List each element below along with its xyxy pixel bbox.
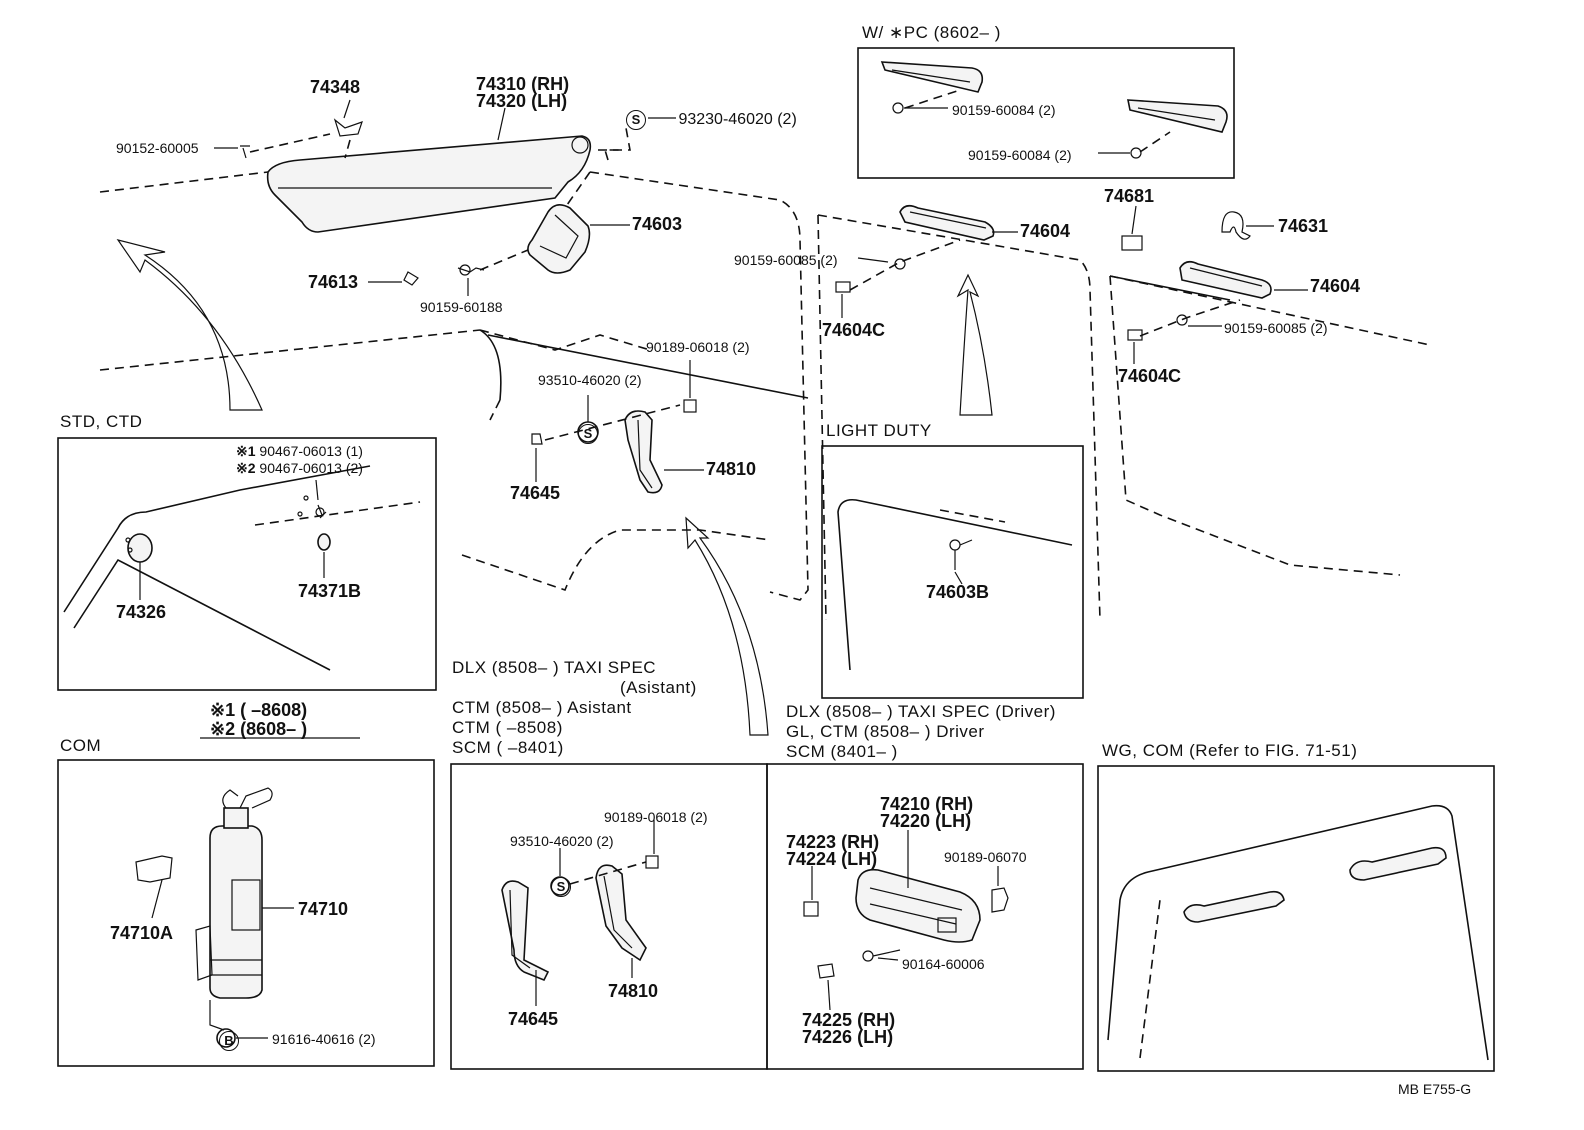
- part-93510-top-label: 93510-46020 (2): [538, 372, 642, 388]
- part-74226-side: (LH): [857, 1027, 894, 1047]
- part-74604-b-label: 74604: [1310, 276, 1361, 296]
- part-74371B-label: 74371B: [298, 581, 362, 601]
- s-badge-top-icon: S: [578, 424, 598, 444]
- part-74225-74226-label: 74225 (RH) 74226 (LH): [802, 1010, 896, 1047]
- part-74224-side: (LH): [841, 849, 878, 869]
- part-74326-label: 74326: [116, 602, 167, 622]
- part-74603B-label: 74603B: [926, 582, 990, 602]
- part-74225-side: (RH): [857, 1010, 896, 1030]
- part-74223: 74223: [786, 832, 837, 852]
- dlx-taxi-asistant-header: DLX (8508– ) TAXI SPEC: [452, 658, 657, 677]
- part-74631-label: 74631: [1278, 216, 1329, 236]
- part-74348-label: 74348: [310, 77, 361, 97]
- part-74224: 74224: [786, 849, 837, 869]
- part-90159-60085-a-label: 90159-60085 (2): [734, 252, 838, 268]
- mark-2: ※2: [236, 460, 256, 476]
- part-74220-side: (LH): [935, 811, 972, 831]
- part-74645-top-label: 74645: [510, 483, 561, 503]
- dlx-taxi-driver-header: DLX (8508– ) TAXI SPEC (Driver): [786, 702, 1056, 721]
- s-badge-bot: S: [551, 877, 571, 897]
- gl-ctm-driver-header: GL, CTM (8508– ) Driver: [786, 722, 985, 741]
- part-74681-label: 74681: [1104, 186, 1155, 206]
- part-74604-a-label: 74604: [1020, 221, 1071, 241]
- grip-74604-drawing: [835, 204, 1272, 341]
- part-90189-06018-bot-label: 90189-06018 (2): [604, 809, 708, 825]
- wpc-box: [857, 47, 1235, 179]
- part-74710-label: 74710: [298, 899, 349, 919]
- std-ctd-box: [57, 437, 437, 691]
- note-1: ※1 ( –8608): [210, 700, 308, 720]
- scm-8401-from-header: SCM (8401– ): [786, 742, 898, 761]
- part-74226: 74226: [802, 1027, 853, 1047]
- com-box: [57, 759, 435, 1067]
- part-74225: 74225: [802, 1010, 853, 1030]
- com-header: COM: [60, 736, 102, 755]
- part-74604C-a-label: 74604C: [822, 320, 886, 340]
- part-74810-bot-label: 74810: [608, 981, 659, 1001]
- part-74223-74224-label: 74223 (RH) 74224 (LH): [786, 832, 880, 869]
- wpc-header: W/ ∗PC (8602– ): [862, 23, 1001, 42]
- sun-visor-drawing: [240, 118, 631, 286]
- light-duty-header: LIGHT DUTY: [826, 421, 932, 440]
- part-74613-label: 74613: [308, 272, 359, 292]
- s-badge-bot-icon: S: [551, 877, 571, 897]
- part-90152-label: 90152-60005: [116, 140, 199, 156]
- s-badge-icon: S: [626, 110, 646, 130]
- part-93510-bot-label: 93510-46020 (2): [510, 833, 614, 849]
- part-90467-1: 90467-06013 (1): [259, 443, 363, 459]
- part-74310-74320-label: 74310 (RH) 74320 (LH): [476, 74, 570, 111]
- part-74223-side: (RH): [841, 832, 880, 852]
- s-badge-top: S: [578, 424, 598, 444]
- asistant-paren: (Asistant): [620, 678, 697, 697]
- mark-1: ※1: [236, 443, 256, 459]
- figure-code: MB E755-G: [1398, 1081, 1472, 1097]
- grip-74810-top-drawing: [531, 360, 697, 494]
- part-74210-side: (RH): [935, 794, 974, 814]
- part-74645-bot-label: 74645: [508, 1009, 559, 1029]
- part-90159-60085-b-label: 90159-60085 (2): [1224, 320, 1328, 336]
- part-74320-side: (LH): [531, 91, 568, 111]
- leader-lines: [139, 99, 1308, 1039]
- part-74710A-label: 74710A: [110, 923, 174, 943]
- part-74310: 74310: [476, 74, 527, 94]
- part-90159-60084-b-label: 90159-60084 (2): [968, 147, 1072, 163]
- part-90467-1-label: ※1 90467-06013 (1): [236, 442, 363, 460]
- wg-com-header: WG, COM (Refer to FIG. 71-51): [1102, 741, 1358, 760]
- part-91616-label: 91616-40616 (2): [272, 1031, 376, 1047]
- part-90189-06070-label: 90189-06070: [944, 849, 1027, 865]
- part-74320: 74320: [476, 91, 527, 111]
- note-2: ※2 (8608– ): [210, 719, 308, 739]
- part-90164-label: 90164-60006: [902, 956, 985, 972]
- b-badge-icon: B: [219, 1031, 239, 1051]
- dlx-driver-box: [766, 763, 1084, 1070]
- wg-com-box: [1097, 765, 1495, 1072]
- part-90189-06018-top-label: 90189-06018 (2): [646, 339, 750, 355]
- part-74210: 74210: [880, 794, 931, 814]
- b-badge: B: [219, 1031, 239, 1051]
- part-74604C-b-label: 74604C: [1118, 366, 1182, 386]
- part-74210-74220-label: 74210 (RH) 74220 (LH): [880, 794, 974, 831]
- part-93230-label: S 93230-46020 (2): [626, 110, 797, 130]
- part-74220: 74220: [880, 811, 931, 831]
- part-90467-2: 90467-06013 (2): [259, 460, 363, 476]
- body-outline: [99, 149, 1431, 736]
- ctm-asistant-header: CTM (8508– ) Asistant: [452, 698, 632, 717]
- scm-8401-header: SCM ( –8401): [452, 738, 564, 757]
- part-74310-side: (RH): [531, 74, 570, 94]
- std-ctd-header: STD, CTD: [60, 412, 143, 431]
- part-93230: 93230-46020 (2): [678, 111, 797, 129]
- part-74810-top-label: 74810: [706, 459, 757, 479]
- part-90159-60084-a-label: 90159-60084 (2): [952, 102, 1056, 118]
- part-90159-60188-label: 90159-60188: [420, 299, 503, 315]
- part-74603-label: 74603: [632, 214, 683, 234]
- ctm-8508-header: CTM ( –8508): [452, 718, 563, 737]
- dlx-asistant-box: [450, 763, 768, 1070]
- light-duty-box: [821, 445, 1084, 699]
- part-90467-2-label: ※2 90467-06013 (2): [236, 459, 363, 477]
